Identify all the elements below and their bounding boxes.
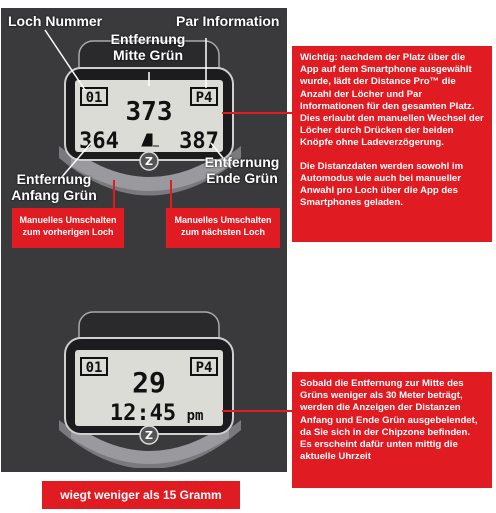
note-previous-line2: zum vorherigen Loch xyxy=(22,227,114,237)
label-distance-middle-line2: Mitte Grün xyxy=(113,47,183,63)
label-par-information: Par Information xyxy=(176,13,280,29)
note-next-hole: Manuelles Umschalten zum nächsten Loch xyxy=(166,208,280,248)
label-distance-start-line1: Entfernung xyxy=(16,171,92,187)
lcd-hole-top: 01 xyxy=(86,90,103,106)
label-distance-end: Entfernung Ende Grün xyxy=(196,154,288,186)
lcd-par-top: P4 xyxy=(196,90,213,106)
info-box-top: Wichtig: nachdem der Platz über die App … xyxy=(292,46,492,242)
label-distance-end-line1: Entfernung xyxy=(204,154,280,170)
info-box-bottom: Sobald die Entfernung zur Mitte des Grün… xyxy=(292,372,492,488)
device-top: Z 01 P4 373 364 387 xyxy=(44,29,241,208)
info-bottom-paragraph-1: Sobald die Entfernung zur Mitte des Grün… xyxy=(300,378,478,463)
lcd-par-bottom: P4 xyxy=(196,360,213,376)
lcd-middle-top: 373 xyxy=(126,97,173,127)
svg-text:Z: Z xyxy=(145,155,153,168)
note-previous-hole: Manuelles Umschalten zum vorherigen Loch xyxy=(12,208,124,248)
note-previous-line1: Manuelles Umschalten xyxy=(19,215,117,225)
label-hole-number: Loch Nummer xyxy=(8,13,103,29)
label-distance-start-line2: Anfang Grün xyxy=(11,187,97,203)
info-top-paragraph-1: Wichtig: nachdem der Platz über die App … xyxy=(300,52,484,149)
zepp-logo-icon xyxy=(139,151,159,171)
info-top-paragraph-2: Die Distanzdaten werden sowohl im Automo… xyxy=(300,160,464,209)
weight-note: wiegt weniger als 15 Gramm xyxy=(42,481,240,509)
label-distance-middle: Entfernung Mitte Grün xyxy=(102,31,194,63)
lcd-middle-bottom: 29 xyxy=(132,366,166,399)
lcd-back-top: 387 xyxy=(179,129,219,154)
lcd-ampm: pm xyxy=(187,408,204,424)
zepp-logo-icon xyxy=(139,425,159,445)
lcd-time: 12:45 xyxy=(110,401,176,426)
svg-text:Z: Z xyxy=(145,429,153,442)
note-next-line1: Manuelles Umschalten xyxy=(174,215,272,225)
connector-line-top xyxy=(222,112,292,114)
device-bottom: Z 01 P4 29 12:45 pm xyxy=(59,311,241,468)
connector-line-bottom xyxy=(222,410,292,412)
label-distance-start: Entfernung Anfang Grün xyxy=(4,171,104,203)
note-next-line2: zum nächsten Loch xyxy=(180,227,265,237)
label-distance-end-line2: Ende Grün xyxy=(206,170,278,186)
label-distance-middle-line1: Entfernung xyxy=(110,31,186,47)
lcd-hole-bottom: 01 xyxy=(86,360,103,376)
